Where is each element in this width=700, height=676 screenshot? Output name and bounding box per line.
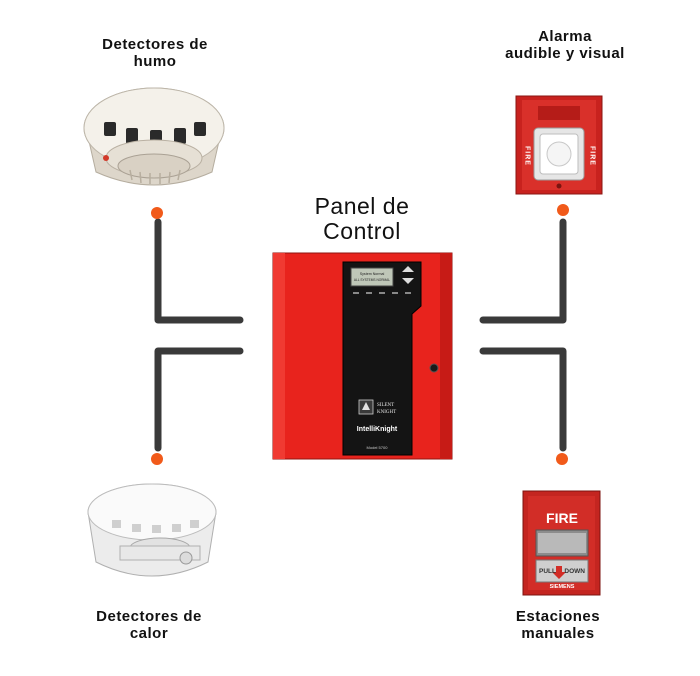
label-alarm-line2: audible y visual [505, 45, 625, 62]
alarm-strobe-image [515, 95, 603, 195]
label-alarm-line1: Alarma [538, 28, 592, 45]
wire-heat-detector [154, 347, 244, 452]
smoke-detector-image [83, 87, 225, 186]
wire-smoke-detector [154, 218, 244, 324]
wire-alarm [479, 218, 567, 324]
label-manual-line1: Estaciones [515, 608, 601, 625]
alarm-side-text-left: FIRE [524, 146, 531, 166]
node-manual [556, 453, 568, 465]
panel-model-text: Model 5700 [367, 445, 389, 450]
panel-lcd-line1: System Normal [360, 272, 385, 276]
heat-detector-image [87, 483, 217, 577]
label-smoke-detectors: Detectores de humo [60, 36, 250, 70]
pull-station-down-text: DOWN [564, 568, 585, 575]
node-heat [151, 453, 163, 465]
pull-station-fire-text: FIRE [546, 510, 578, 526]
pull-station-brand-text: SIEMENS [550, 584, 575, 590]
label-control-panel: Panel de Control [262, 194, 462, 244]
label-panel-line1: Panel de [314, 193, 410, 219]
node-alarm [557, 204, 569, 216]
label-heat-line1: Detectores de [96, 608, 202, 625]
node-smoke [151, 207, 163, 219]
wire-manual-station [479, 347, 567, 452]
label-alarm: Alarma audible y visual [470, 28, 660, 62]
panel-lcd-line2: ALL SYSTEMS NORMAL [354, 278, 390, 282]
pull-station-pull-text: PULL [539, 568, 556, 575]
label-smoke-line2: humo [133, 53, 177, 70]
label-manual-line2: manuales [521, 625, 595, 642]
label-smoke-line1: Detectores de [102, 36, 208, 53]
panel-key-lock [429, 363, 439, 373]
panel-lcd [350, 267, 394, 287]
label-heat-line2: calor [129, 625, 169, 642]
control-panel-image [272, 252, 453, 460]
panel-product-name: IntelliKnight [357, 426, 398, 433]
label-panel-line2: Control [323, 218, 401, 244]
label-heat-detectors: Detectores de calor [54, 608, 244, 642]
panel-brand-line2: KNIGHT [377, 410, 396, 415]
panel-brand-line1: SILENT [377, 403, 394, 408]
label-manual-stations: Estaciones manuales [463, 608, 653, 642]
pull-station-image [522, 490, 601, 596]
alarm-side-text-right: FIRE [589, 146, 596, 166]
